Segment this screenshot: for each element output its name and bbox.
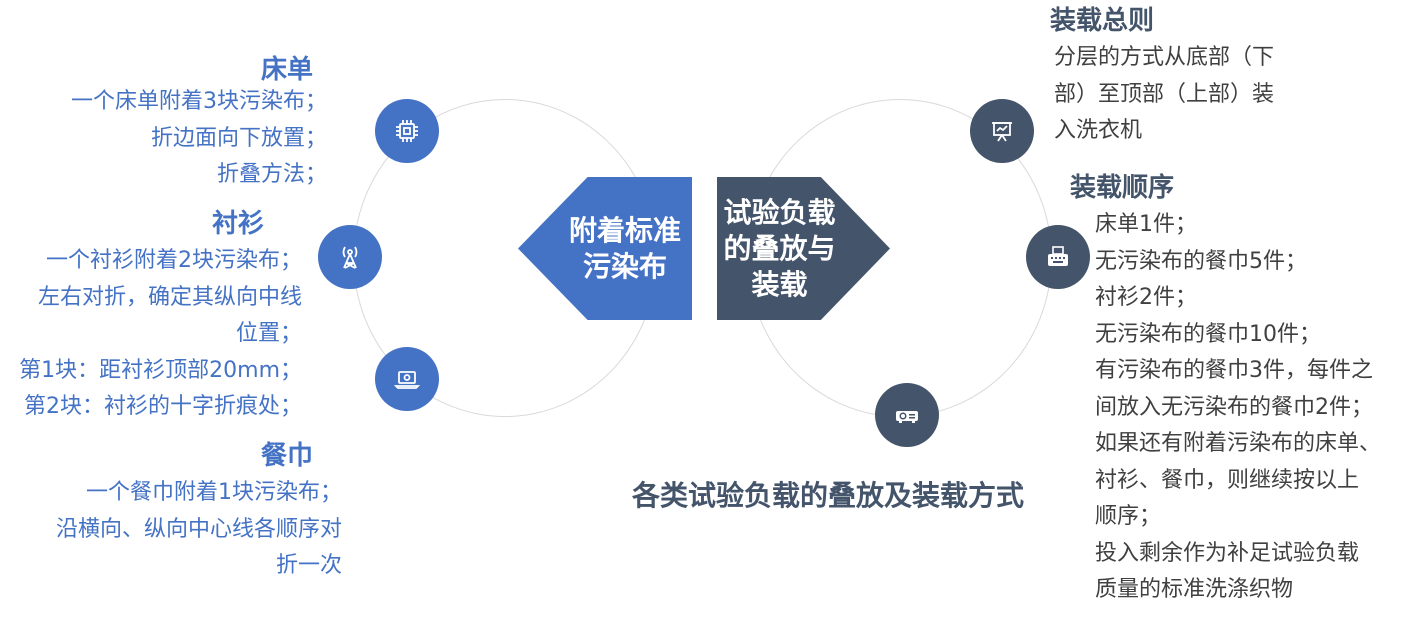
- loading-order-line: 有污染布的餐巾3件，每件之: [1095, 358, 1373, 383]
- diagram-caption: 各类试验负载的叠放及装载方式: [632, 479, 1025, 512]
- shirt-title: 衬衫: [211, 209, 264, 239]
- sheet-line: 折叠方法；: [216, 162, 327, 187]
- loading-order-line: 无污染布的餐巾5件；: [1095, 248, 1307, 274]
- shirt-line: 左右对折，确定其纵向中线: [37, 284, 302, 310]
- loading-order-title: 装载顺序: [1070, 173, 1175, 203]
- loading-order-line: 衬衫、餐巾，则继续按以上: [1095, 467, 1360, 493]
- loading-order-line: 无污染布的餐巾10件；: [1095, 321, 1321, 347]
- loading-principle-lines: 分层的方式从底部（下 部）至顶部（上部）装 入洗衣机: [1054, 40, 1274, 150]
- napkin-lines: 一个餐巾附着1块污染布； 沿横向、纵向中心线各顺序对 折一次: [56, 475, 342, 585]
- loading-order-line: 床单1件；: [1095, 212, 1197, 237]
- sheet-lines: 一个床单附着3块污染布； 折边面向下放置； 折叠方法；: [71, 84, 327, 194]
- signal-tower-icon: [318, 225, 382, 289]
- shirt-line: 一个衬衫附着2块污染布；: [46, 248, 302, 273]
- shirt-line: 位置；: [235, 321, 302, 346]
- loading-order-line: 投入剩余作为补足试验负载: [1095, 540, 1360, 566]
- napkin-line: 一个餐巾附着1块污染布；: [86, 480, 342, 505]
- sheet-line: 折边面向下放置；: [150, 125, 327, 151]
- shirt-lines: 一个衬衫附着2块污染布； 左右对折，确定其纵向中线 位置； 第1块：距衬衫顶部2…: [19, 243, 302, 426]
- loading-principle-line: 入洗衣机: [1054, 118, 1143, 143]
- sheet-title: 床单: [260, 55, 313, 85]
- loading-order-line: 质量的标准洗涤织物: [1095, 577, 1294, 602]
- loading-order-line: 顺序；: [1095, 504, 1162, 529]
- load-stacking-label: 试验负载 的叠放与 装载: [723, 195, 836, 301]
- chip-icon: [375, 99, 439, 163]
- shirt-line: 第2块：衬衫的十字折痕处；: [24, 394, 302, 419]
- typewriter-icon: [1026, 225, 1090, 289]
- sheet-line: 一个床单附着3块污染布；: [71, 89, 327, 114]
- napkin-title: 餐巾: [260, 441, 313, 471]
- standard-soil-cloth-label: 附着标准 污染布: [568, 213, 681, 283]
- presentation-board-icon: [970, 99, 1034, 163]
- loading-order-line: 间放入无污染布的餐巾2件；: [1095, 394, 1373, 420]
- loading-principle-title: 装载总则: [1050, 6, 1155, 36]
- loading-principle-line: 部）至顶部（上部）装: [1054, 81, 1275, 107]
- napkin-line: 沿横向、纵向中心线各顺序对: [55, 516, 342, 542]
- projector-icon: [875, 383, 939, 447]
- loading-order-line: 衬衫2件；: [1095, 285, 1197, 310]
- napkin-line: 折一次: [275, 553, 342, 578]
- laptop-icon: [375, 347, 439, 411]
- shirt-line: 第1块：距衬衫顶部20mm；: [19, 357, 302, 383]
- loading-principle-line: 分层的方式从底部（下: [1054, 45, 1275, 70]
- loading-order-line: 如果还有附着污染布的床单、: [1095, 431, 1382, 456]
- loading-order-lines: 床单1件； 无污染布的餐巾5件； 衬衫2件； 无污染布的餐巾10件； 有污染布的…: [1095, 207, 1381, 609]
